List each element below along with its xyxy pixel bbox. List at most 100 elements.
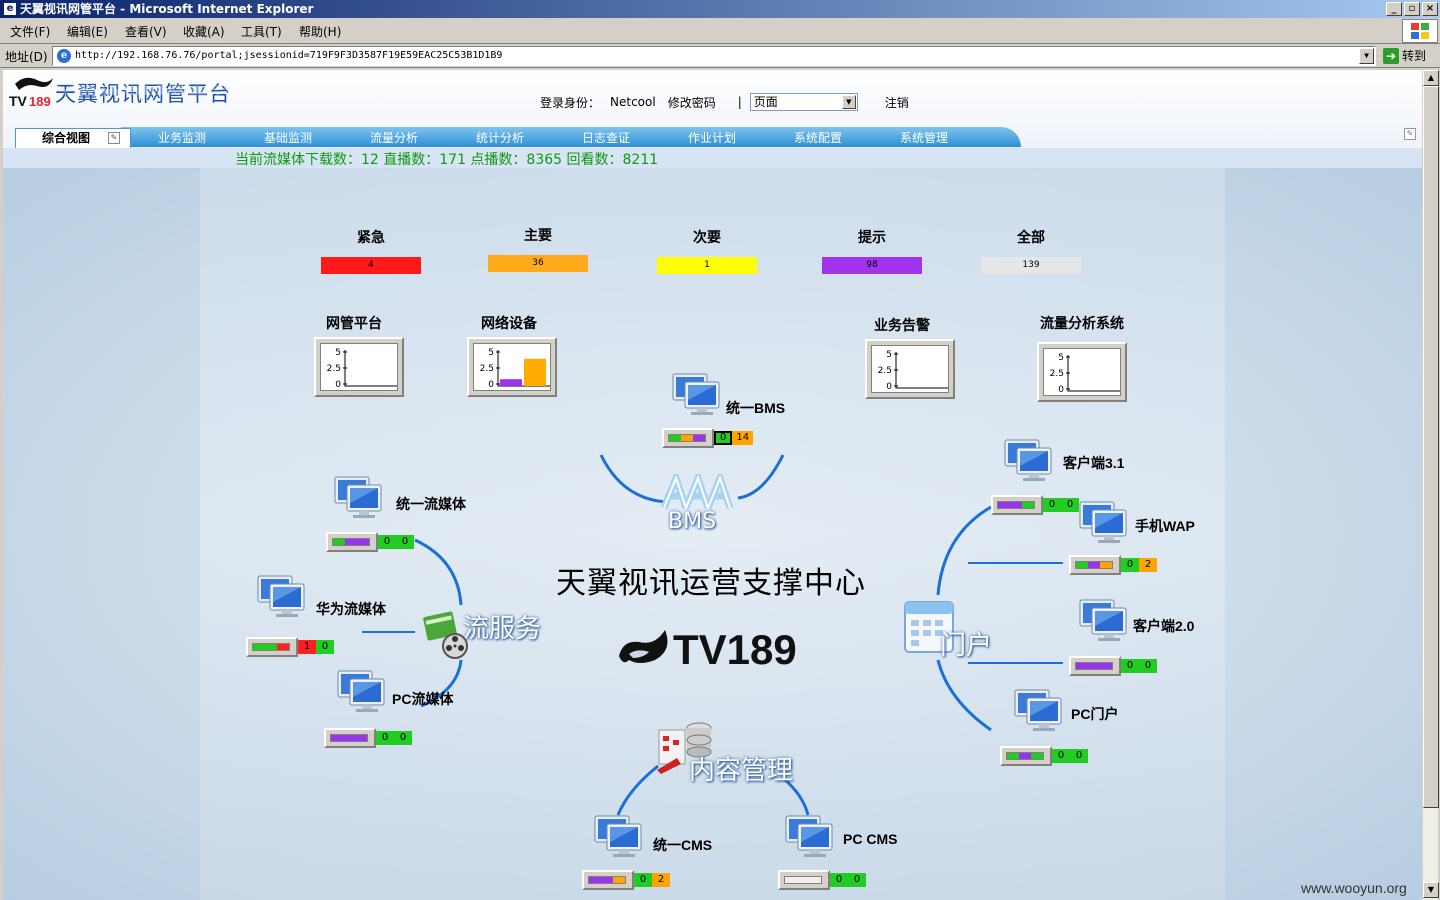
- login-area: 登录身份： Netcool 修改密码 | 页面 ▼ 注销: [540, 93, 909, 111]
- node-unified-streaming-label[interactable]: 统一流媒体: [396, 496, 466, 512]
- menu-tools[interactable]: 工具(T): [241, 25, 282, 39]
- stream-arc-top: [414, 538, 463, 606]
- bms-hub[interactable]: BMS: [658, 467, 738, 536]
- chart-tick-label: 2.5: [1050, 369, 1064, 379]
- tab-job-plan[interactable]: 作业计划: [688, 131, 737, 145]
- close-button[interactable]: ×: [1422, 2, 1438, 16]
- edit-icon[interactable]: ✎: [108, 132, 120, 144]
- status-meter-segment: [1076, 562, 1088, 568]
- node-client-3-1-monitor-icon[interactable]: [1003, 438, 1055, 484]
- logout-link[interactable]: 注销: [884, 95, 909, 110]
- menu-help[interactable]: 帮助(H): [299, 25, 342, 39]
- tab-overview[interactable]: 综合视图 ✎: [15, 128, 131, 149]
- address-url: http://192.168.76.76/portal;jsessionid=7…: [75, 50, 503, 61]
- node-pc-cms-label[interactable]: PC CMS: [843, 831, 898, 847]
- node-client-2-0-label[interactable]: 客户端2.0: [1133, 618, 1195, 634]
- node-pc-cms-monitor-icon[interactable]: [784, 814, 836, 860]
- node-mobile-wap-monitor-icon[interactable]: [1078, 500, 1130, 546]
- menu-view[interactable]: 查看(V): [125, 25, 167, 39]
- node-unified-cms-label[interactable]: 统一CMS: [653, 837, 713, 853]
- tab-traffic-analysis[interactable]: 流量分析: [370, 131, 419, 145]
- node-pc-portal-label[interactable]: PC门户: [1071, 706, 1119, 722]
- status-meter-segment: [355, 735, 367, 741]
- address-dropdown-icon[interactable]: ▼: [1359, 48, 1374, 64]
- status-meter-segment: [1088, 663, 1100, 669]
- page-select[interactable]: 页面 ▼: [749, 93, 858, 111]
- tab-base-monitor[interactable]: 基础监测: [264, 131, 313, 145]
- platform-chart-title: 网管平台: [326, 316, 382, 332]
- alarm-major-count: 36: [488, 255, 588, 272]
- address-input[interactable]: e http://192.168.76.76/portal;jsessionid…: [52, 46, 1376, 66]
- go-button[interactable]: ➔ 转到: [1383, 47, 1426, 64]
- stats-strip: 当前流媒体下载数：12 直播数：171 点播数：8365 回看数：8211: [3, 148, 1422, 168]
- bms-arc-left: [599, 454, 669, 504]
- node-huawei-streaming-monitor-icon[interactable]: [256, 574, 308, 620]
- tab-statistics[interactable]: 统计分析: [476, 131, 525, 145]
- status-meter: [324, 728, 376, 748]
- status-count: 0: [848, 873, 866, 887]
- scroll-thumb[interactable]: [1423, 86, 1439, 808]
- center-logo-tv: TV189: [673, 626, 797, 672]
- maximize-button[interactable]: ▫: [1404, 2, 1420, 16]
- tab-system-admin[interactable]: 系统管理: [900, 131, 949, 145]
- vertical-scrollbar[interactable]: ▲ ▼: [1422, 70, 1439, 900]
- edit-page-icon[interactable]: ✎: [1404, 128, 1416, 140]
- status-meter-segment: [1019, 753, 1031, 759]
- tv189-logo: TV 189: [7, 74, 57, 110]
- node-unified-bms-label[interactable]: 统一BMS: [726, 400, 786, 416]
- node-mobile-wap-label[interactable]: 手机WAP: [1135, 518, 1195, 534]
- node-pc-streaming-monitor-icon[interactable]: [336, 669, 388, 715]
- menu-favorites[interactable]: 收藏(A): [183, 25, 225, 39]
- tab-system-config[interactable]: 系统配置: [794, 131, 843, 145]
- node-client-3-1-label[interactable]: 客户端3.1: [1063, 455, 1125, 471]
- menu-bar: 文件(F) 编辑(E) 查看(V) 收藏(A) 工具(T) 帮助(H): [0, 18, 1440, 44]
- node-unified-bms-monitor-icon[interactable]: [671, 372, 723, 418]
- node-unified-cms-monitor-icon[interactable]: [593, 814, 645, 860]
- tab-log-audit[interactable]: 日志查证: [582, 131, 631, 145]
- scroll-up-icon[interactable]: ▲: [1423, 70, 1439, 86]
- minimize-button[interactable]: _: [1386, 2, 1402, 16]
- menu-edit[interactable]: 编辑(E): [67, 25, 108, 39]
- node-pc-streaming-label[interactable]: PC流媒体: [392, 691, 454, 707]
- status-count: 0: [634, 873, 652, 887]
- scroll-down-icon[interactable]: ▼: [1423, 882, 1439, 898]
- portal-hub-label[interactable]: 门户: [940, 631, 993, 661]
- cms-arc-left: [616, 764, 659, 816]
- node-huawei-streaming-label[interactable]: 华为流媒体: [316, 601, 386, 617]
- change-password-link[interactable]: 修改密码: [667, 95, 716, 110]
- status-meter-segment: [277, 644, 289, 650]
- chart-tick-label: 5: [886, 350, 892, 360]
- windows-logo-icon: [1402, 19, 1438, 43]
- tab-service-monitor[interactable]: 业务监测: [158, 131, 207, 145]
- center-title: 天翼视讯运营支撑中心: [556, 566, 866, 601]
- stream-hub-label[interactable]: 流服务: [463, 614, 542, 644]
- node-pc-portal-monitor-icon[interactable]: [1013, 688, 1065, 734]
- node-unified-streaming-monitor-icon[interactable]: [333, 475, 385, 521]
- status-count: 0: [396, 535, 414, 549]
- node-client-2-0-monitor-icon[interactable]: [1078, 598, 1130, 644]
- status-meter-track: [668, 434, 706, 442]
- menu-file[interactable]: 文件(F): [10, 25, 51, 39]
- status-count: 0: [1061, 498, 1079, 512]
- content-hub-label[interactable]: 内容管理: [689, 756, 794, 786]
